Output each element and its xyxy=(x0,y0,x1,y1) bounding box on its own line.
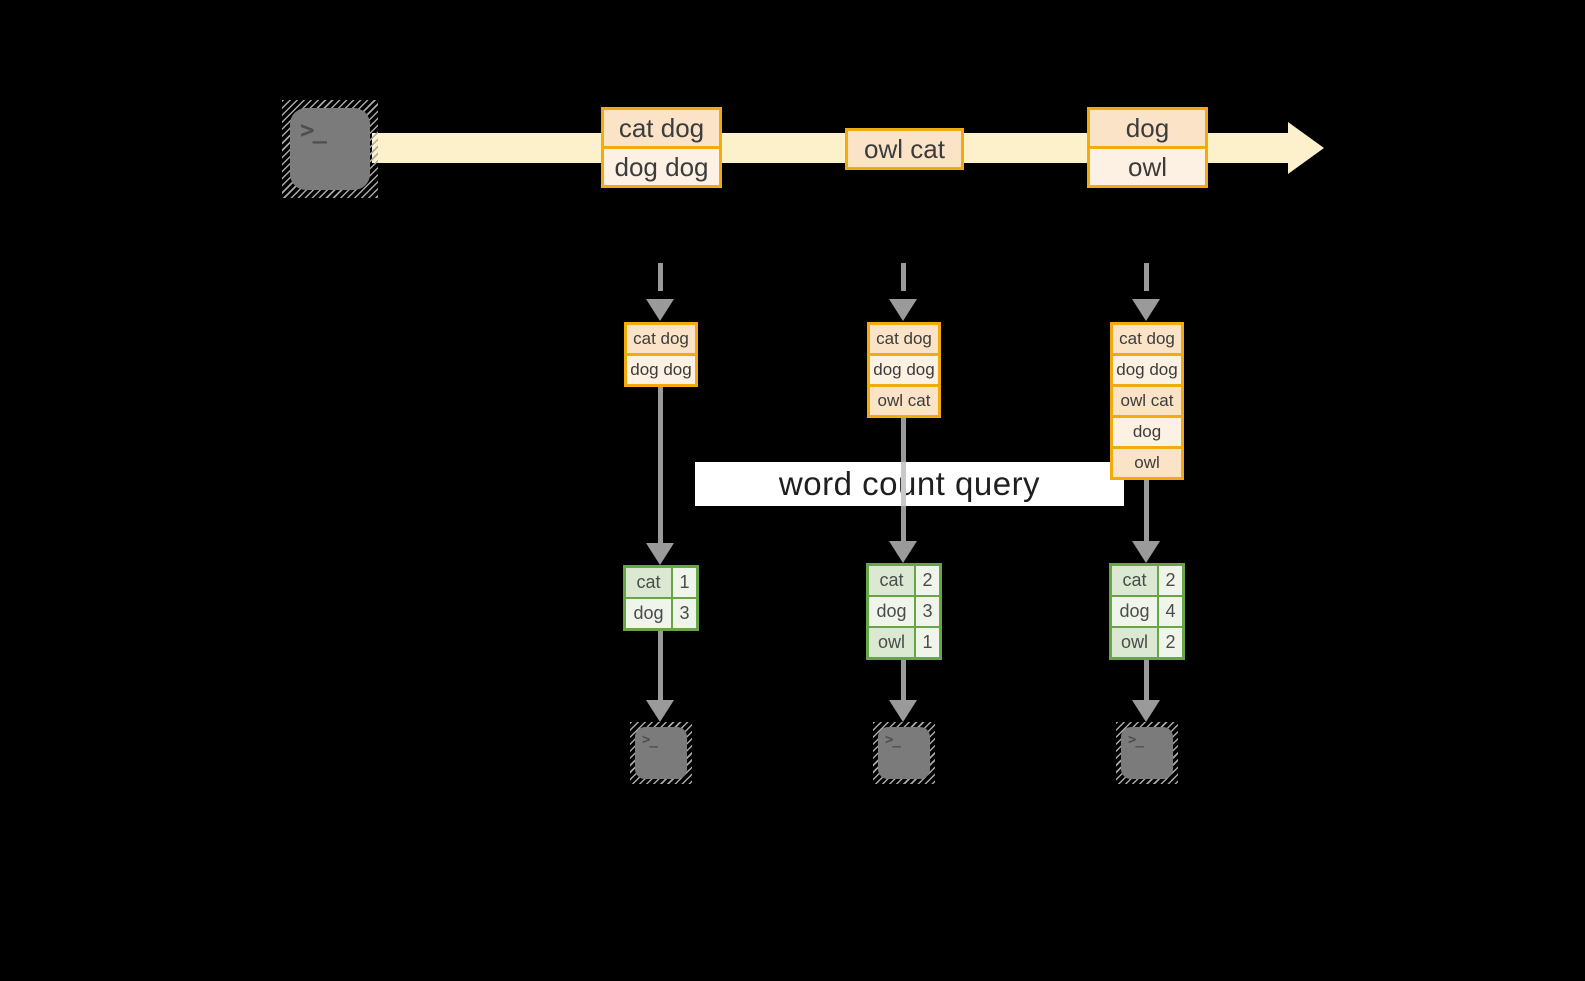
message-line: dog xyxy=(1090,110,1205,146)
count-word: owl xyxy=(869,628,914,657)
arrow-icon xyxy=(1144,480,1149,541)
count-value: 3 xyxy=(673,599,696,628)
prompt-glyph: >_ xyxy=(300,116,327,144)
prompt-glyph: >_ xyxy=(1128,732,1144,748)
buffer-line: cat dog xyxy=(870,325,938,353)
count-word: owl xyxy=(1112,628,1157,657)
message-line: cat dog xyxy=(604,110,719,146)
buffer-line: dog xyxy=(1113,415,1181,446)
arrow-icon xyxy=(901,660,906,700)
arrow-icon xyxy=(901,418,906,462)
arrow-icon xyxy=(901,462,906,506)
arrowhead-icon xyxy=(1132,541,1160,563)
buffer-line: owl xyxy=(1113,446,1181,477)
arrow-icon xyxy=(1144,660,1149,700)
buffer-line: cat dog xyxy=(627,325,695,353)
buffer-line: dog dog xyxy=(1113,353,1181,384)
terminal-screen: >_ xyxy=(290,108,370,190)
message-line: owl cat xyxy=(848,131,961,167)
count-word: cat xyxy=(626,568,671,597)
terminal-screen: >_ xyxy=(878,727,930,779)
stream-message-1: cat dog dog dog xyxy=(601,107,722,188)
terminal-screen: >_ xyxy=(635,727,687,779)
count-word: cat xyxy=(869,566,914,595)
terminal-sink-icon: >_ xyxy=(630,722,692,784)
arrowhead-icon xyxy=(646,543,674,565)
buffer-stack-3: cat dog dog dog owl cat dog owl xyxy=(1110,322,1184,480)
arrowhead-icon xyxy=(646,700,674,722)
buffer-line: owl cat xyxy=(1113,384,1181,415)
count-value: 1 xyxy=(916,628,939,657)
prompt-glyph: >_ xyxy=(642,732,658,748)
dashed-arrowhead-icon xyxy=(1132,299,1160,321)
count-value: 2 xyxy=(1159,628,1182,657)
prompt-glyph: >_ xyxy=(885,732,901,748)
dashed-arrow-icon xyxy=(1144,263,1149,291)
count-word: dog xyxy=(1112,597,1157,626)
terminal-screen: >_ xyxy=(1121,727,1173,779)
count-word: dog xyxy=(869,597,914,626)
count-table-1: cat 1 dog 3 xyxy=(623,565,699,631)
count-word: cat xyxy=(1112,566,1157,595)
dashed-arrowhead-icon xyxy=(646,299,674,321)
message-line: dog dog xyxy=(604,146,719,185)
arrow-icon xyxy=(901,506,906,541)
arrowhead-icon xyxy=(889,700,917,722)
count-value: 2 xyxy=(1159,566,1182,595)
dashed-arrowhead-icon xyxy=(889,299,917,321)
message-line: owl xyxy=(1090,146,1205,185)
count-value: 2 xyxy=(916,566,939,595)
terminal-source-icon: >_ xyxy=(282,100,378,198)
stream-arrowhead-icon xyxy=(1288,122,1324,174)
arrowhead-icon xyxy=(889,541,917,563)
count-value: 4 xyxy=(1159,597,1182,626)
stream-message-3: dog owl xyxy=(1087,107,1208,188)
stream-message-2: owl cat xyxy=(845,128,964,170)
dashed-arrow-icon xyxy=(901,263,906,291)
query-label: word count query xyxy=(778,465,1041,502)
terminal-sink-icon: >_ xyxy=(1116,722,1178,784)
count-word: dog xyxy=(626,599,671,628)
buffer-line: cat dog xyxy=(1113,325,1181,353)
terminal-sink-icon: >_ xyxy=(873,722,935,784)
buffer-line: dog dog xyxy=(870,353,938,384)
query-label-band: word count query xyxy=(695,462,1124,506)
dashed-arrow-icon xyxy=(658,263,663,291)
arrow-icon xyxy=(658,387,663,543)
arrow-icon xyxy=(658,631,663,700)
arrowhead-icon xyxy=(1132,700,1160,722)
buffer-line: dog dog xyxy=(627,353,695,384)
count-value: 1 xyxy=(673,568,696,597)
buffer-stack-1: cat dog dog dog xyxy=(624,322,698,387)
count-table-3: cat 2 dog 4 owl 2 xyxy=(1109,563,1185,660)
buffer-stack-2: cat dog dog dog owl cat xyxy=(867,322,941,418)
count-value: 3 xyxy=(916,597,939,626)
count-table-2: cat 2 dog 3 owl 1 xyxy=(866,563,942,660)
buffer-line: owl cat xyxy=(870,384,938,415)
